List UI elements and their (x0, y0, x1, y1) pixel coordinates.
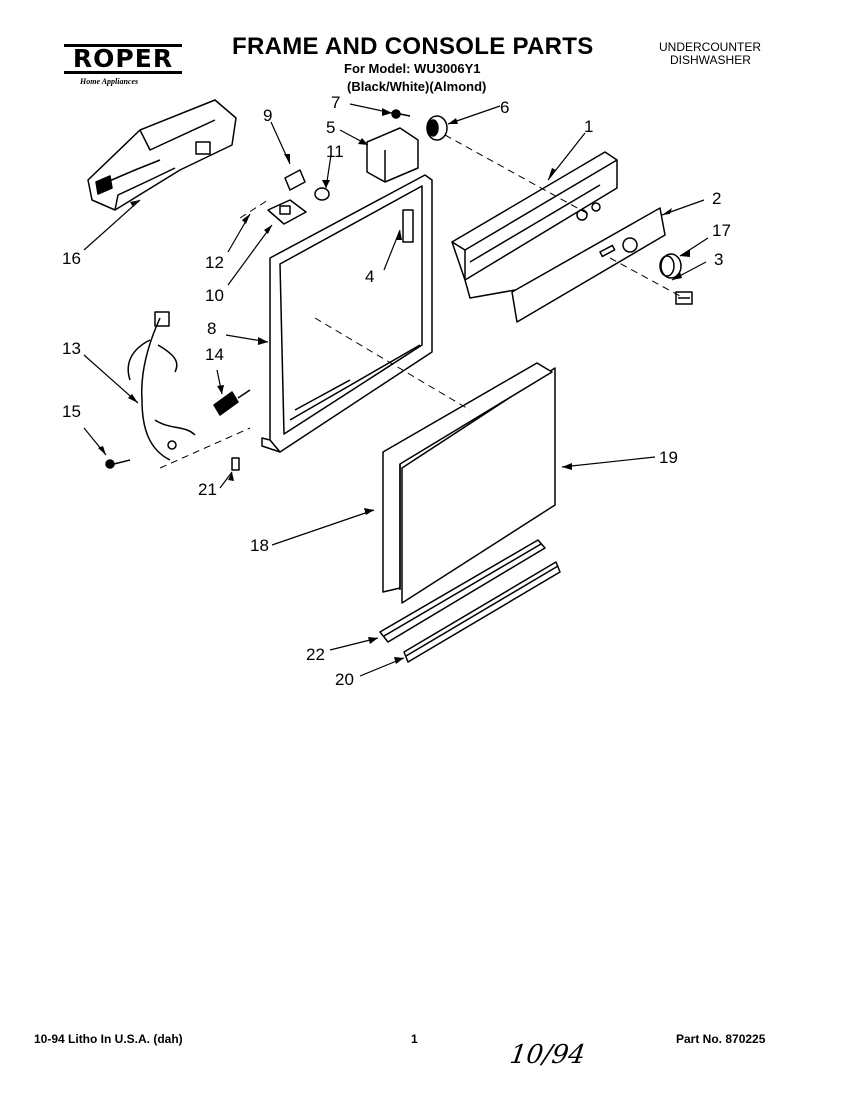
part-18-panel-liner (382, 362, 553, 593)
callout-8: 8 (207, 319, 216, 338)
callout-10: 10 (205, 286, 224, 305)
part-10-switch-holder (267, 199, 307, 225)
part-5-timer (366, 127, 419, 183)
roper-logo: ROPER Home Appliances (64, 44, 182, 86)
callout-21: 21 (198, 480, 217, 499)
callout-7: 7 (331, 93, 340, 112)
color-variants: (Black/White)(Almond) (347, 79, 487, 94)
page-title: FRAME AND CONSOLE PARTS (232, 33, 594, 60)
callout-11: 11 (326, 142, 344, 161)
callout-13: 13 (62, 339, 81, 358)
part-11-connector (314, 187, 330, 201)
callout-16: 16 (62, 249, 81, 268)
callout-14: 14 (205, 345, 224, 364)
callout-19: 19 (659, 448, 678, 467)
callout-5: 5 (326, 118, 335, 137)
callout-1: 1 (584, 117, 593, 136)
part-8-door-frame (261, 174, 433, 453)
handwritten-date: 10/94 (507, 1040, 588, 1070)
part-6-timer-knob (426, 115, 448, 141)
callout-15: 15 (62, 402, 81, 421)
callout-6: 6 (500, 98, 509, 117)
callout-9: 9 (263, 106, 272, 125)
appliance-type-line1: UNDERCOUNTER (659, 40, 761, 54)
part-22-trim-strip (379, 539, 546, 643)
callout-12: 12 (205, 253, 224, 272)
part-number: Part No. 870225 (676, 1032, 766, 1046)
page-number: 1 (411, 1032, 418, 1046)
part-3-switch (675, 291, 693, 305)
logo-subtitle: Home Appliances (80, 77, 139, 86)
callout-20: 20 (335, 670, 354, 689)
logo-wordmark: ROPER (64, 44, 182, 74)
part-4-latch (402, 209, 414, 243)
part-17-knob (659, 253, 682, 279)
callout-3: 3 (714, 250, 723, 269)
part-9-switch (284, 169, 306, 191)
part-13-wire-harness (127, 311, 196, 461)
part-20-trim-strip (403, 561, 561, 663)
model-number: For Model: WU3006Y1 (344, 61, 481, 76)
callout-17: 17 (712, 221, 731, 240)
part-1-console-panel (451, 151, 618, 299)
footer-litho: 10-94 Litho In U.S.A. (dah) (34, 1032, 183, 1046)
part-16-console-housing (87, 99, 237, 211)
callout-2: 2 (712, 189, 721, 208)
part-2-control-panel (511, 207, 666, 323)
part-15-screw (105, 459, 131, 469)
callout-4: 4 (365, 267, 374, 286)
appliance-type-line2: DISHWASHER (670, 53, 751, 67)
part-14-fuse (213, 389, 251, 416)
part-21-clip (231, 457, 240, 471)
callout-18: 18 (250, 536, 269, 555)
callout-22: 22 (306, 645, 325, 664)
part-7-screw (391, 109, 411, 119)
